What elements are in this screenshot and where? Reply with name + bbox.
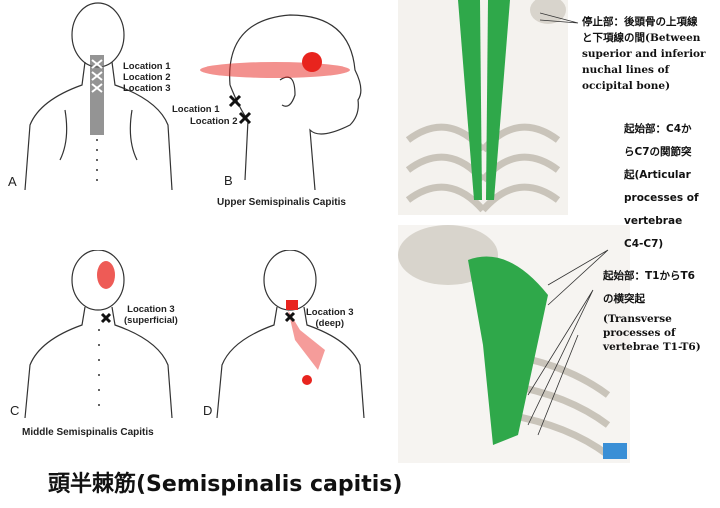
location-3-label-d: Location 3 — [306, 307, 354, 318]
origin-c4-c7-label: 起始部：C4か らC7の関節突 起(Articular processes of… — [624, 118, 699, 256]
caption-upper: Upper Semispinalis Capitis — [217, 197, 346, 208]
insertion-line: superior and inferior — [582, 48, 706, 60]
insertion-line: nuchal lines of — [582, 64, 670, 76]
location-3-label-c: Location 3 — [127, 304, 175, 315]
caption-middle: Middle Semispinalis Capitis — [22, 427, 154, 438]
superficial-note: (superficial) — [124, 315, 178, 326]
origin-t-line: vertebrae T1-T6) — [603, 341, 701, 353]
origin-c-line: C4-C7) — [624, 238, 664, 250]
panel-letter-b: B — [224, 173, 233, 188]
origin-c-line: 起始部：C4か — [624, 123, 692, 135]
anatomy-posterior-view — [398, 0, 568, 215]
insertion-label: 停止部：後頭骨の上項線 と下項線の間(Between superior and … — [582, 14, 706, 94]
panel-letter-d: D — [203, 403, 213, 418]
panel-letter-a: A — [8, 174, 17, 189]
page-title: 頭半棘筋(Semispinalis capitis) — [48, 472, 403, 497]
location-1-label: Location 1 — [123, 61, 171, 72]
origin-c-line: 起(Articular — [624, 169, 691, 181]
origin-c-line: vertebrae — [624, 215, 683, 227]
origin-t-line: processes of — [603, 327, 676, 339]
figure-d-back-view — [216, 250, 365, 419]
figure-c-back-view — [24, 250, 173, 419]
insertion-line: occipital bone) — [582, 80, 671, 92]
location-1-label-b: Location 1 — [172, 104, 220, 115]
origin-t1-t6-label-jp: 起始部：T1からT6 の横突起 — [603, 265, 695, 311]
origin-t-line: の横突起 — [603, 293, 645, 305]
location-2-label-b: Location 2 — [190, 116, 238, 127]
origin-t1-t6-label-en: (Transverse processes of vertebrae T1-T6… — [603, 312, 701, 354]
location-3-label: Location 3 — [123, 83, 171, 94]
figure-a-back-view — [24, 2, 173, 191]
panel-letter-c: C — [10, 403, 20, 418]
location-2-label: Location 2 — [123, 72, 171, 83]
deep-note: (deep) — [315, 318, 345, 329]
origin-t-line: 起始部：T1からT6 — [603, 270, 695, 282]
origin-t-line: (Transverse — [603, 313, 672, 325]
origin-c-line: らC7の関節突 — [624, 146, 692, 158]
insertion-line: 停止部：後頭骨の上項線 — [582, 16, 698, 28]
insertion-line: と下項線の間(Between — [582, 32, 701, 44]
origin-c-line: processes of — [624, 192, 699, 204]
insertion-pointer-line — [540, 12, 579, 24]
figure-b-side-view — [200, 14, 362, 191]
anatomy-lateral-view — [398, 225, 630, 463]
